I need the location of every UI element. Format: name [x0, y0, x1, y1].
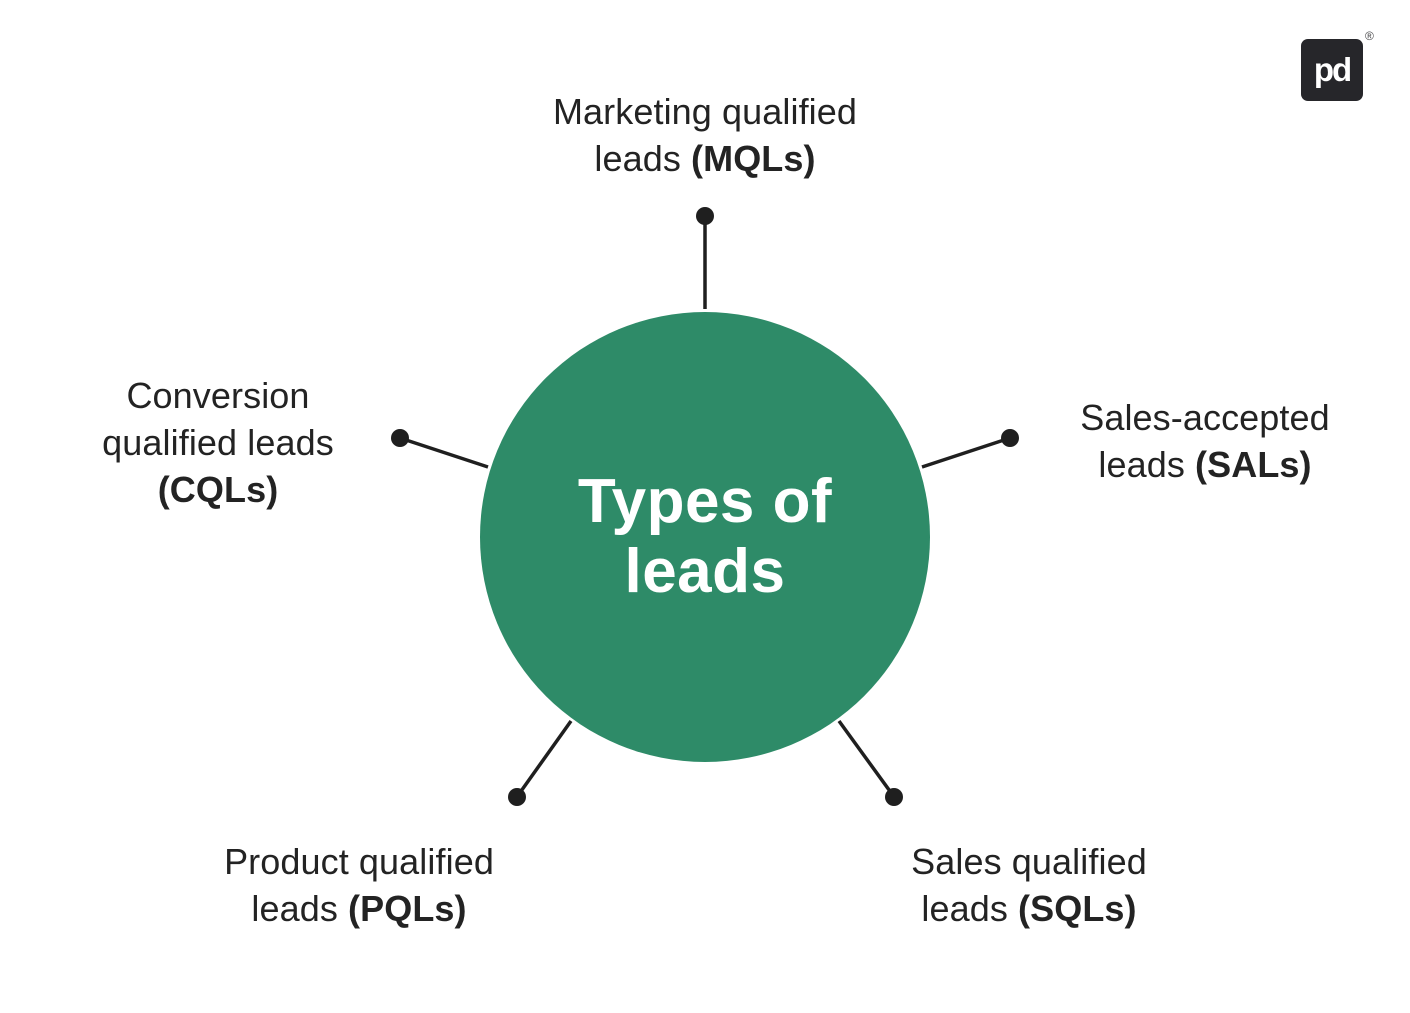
label-pql-line2: leads (PQLs) [251, 888, 467, 929]
spoke-line-cql [402, 437, 489, 469]
label-cql-line1: Conversion [126, 375, 310, 416]
label-pql-line1: Product qualified [224, 841, 494, 882]
spoke-line-sql [837, 719, 894, 796]
spoke-dot-sql [885, 788, 903, 806]
label-cql: Conversion qualified leads (CQLs) [58, 372, 378, 513]
hub-title: Types of leads [578, 467, 832, 607]
spoke-dot-pql [508, 788, 526, 806]
hub-title-line1: Types of [577, 467, 833, 536]
logo-monogram: pd [1313, 51, 1352, 88]
spoke-dot-cql [391, 429, 409, 447]
label-sql: Sales qualified leads (SQLs) [869, 838, 1189, 932]
spoke-dot-mql [696, 207, 714, 225]
label-sql-line1: Sales qualified [911, 841, 1147, 882]
hub-title-line2: leads [624, 537, 786, 606]
spoke-line-pql [517, 719, 573, 796]
pandadoc-logo-icon: pd [1301, 39, 1363, 101]
label-mql-line1: Marketing qualified [552, 91, 858, 132]
label-mql-line2: leads (MQLs) [594, 138, 816, 179]
registered-trademark-icon: ® [1365, 29, 1374, 43]
label-sql-line2: leads (SQLs) [921, 888, 1137, 929]
label-cql-line2: qualified leads [102, 422, 334, 463]
spoke-dot-sal [1001, 429, 1019, 447]
label-cql-line3: (CQLs) [157, 469, 279, 510]
label-mql: Marketing qualified leads (MQLs) [505, 88, 905, 182]
label-sal-line2: leads (SALs) [1098, 444, 1312, 485]
hub-circle: Types of leads [480, 312, 930, 762]
label-pql: Product qualified leads (PQLs) [199, 838, 519, 932]
label-sal-line1: Sales-accepted [1080, 397, 1330, 438]
label-sal: Sales-accepted leads (SALs) [1040, 394, 1370, 488]
spoke-line-sal [921, 437, 1008, 469]
